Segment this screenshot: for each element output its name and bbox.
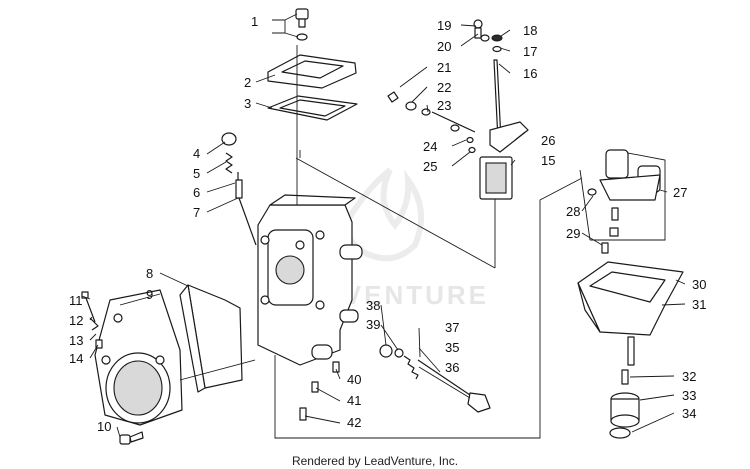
watermark-logo [341,167,425,262]
callout-1: 1 [251,14,258,29]
callout-27: 27 [673,185,687,200]
callout-20: 20 [437,39,451,54]
callout-7: 7 [193,205,200,220]
callout-9: 9 [146,287,153,302]
assembly-frame-lines [274,149,666,439]
callout-32: 32 [682,369,696,384]
pilot-screw-group [221,132,257,246]
callout-35: 35 [445,340,459,355]
callout-31: 31 [692,297,706,312]
callout-11: 11 [69,293,83,308]
callout-41: 41 [347,393,361,408]
mixture-screw-group [379,344,491,413]
top-cover-group [267,8,358,121]
callout-22: 22 [437,80,451,95]
callout-30: 30 [692,277,706,292]
callout-23: 23 [437,98,451,113]
footer-credit: Rendered by LeadVenture, Inc. [292,454,458,468]
callout-38: 38 [366,298,380,313]
callout-10: 10 [97,419,111,434]
callout-36: 36 [445,360,459,375]
callout-28: 28 [566,204,580,219]
callout-5: 5 [193,166,200,181]
callout-37: 37 [445,320,459,335]
callout-12: 12 [69,313,83,328]
callout-13: 13 [69,333,83,348]
callout-34: 34 [682,406,696,421]
callout-25: 25 [423,159,437,174]
callout-15: 15 [541,153,555,168]
callout-6: 6 [193,185,200,200]
callout-24: 24 [423,139,437,154]
callout-19: 19 [437,18,451,33]
callout-21: 21 [437,60,451,75]
callout-33: 33 [682,388,696,403]
callout-26: 26 [541,133,555,148]
callout-3: 3 [244,96,251,111]
callout-39: 39 [366,317,380,332]
callout-8: 8 [146,266,153,281]
throttle-valve-group [387,19,529,200]
solenoid-group [587,149,661,254]
callout-29: 29 [566,226,580,241]
callout-16: 16 [523,66,537,81]
callout-4: 4 [193,146,200,161]
callout-14: 14 [69,351,83,366]
bottom-screws-group [299,361,340,421]
callout-17: 17 [523,44,537,59]
callout-42: 42 [347,415,361,430]
intake-flange-group [81,284,256,445]
callout-40: 40 [347,372,361,387]
float-bowl-group [577,261,684,366]
callout-2: 2 [244,75,251,90]
callout-labels: 1 2 3 4 5 6 7 8 9 10 11 12 13 14 15 16 1… [69,14,706,434]
carburetor-body [257,45,363,366]
drain-group [609,369,640,439]
callout-18: 18 [523,23,537,38]
leader-lines [81,13,686,438]
